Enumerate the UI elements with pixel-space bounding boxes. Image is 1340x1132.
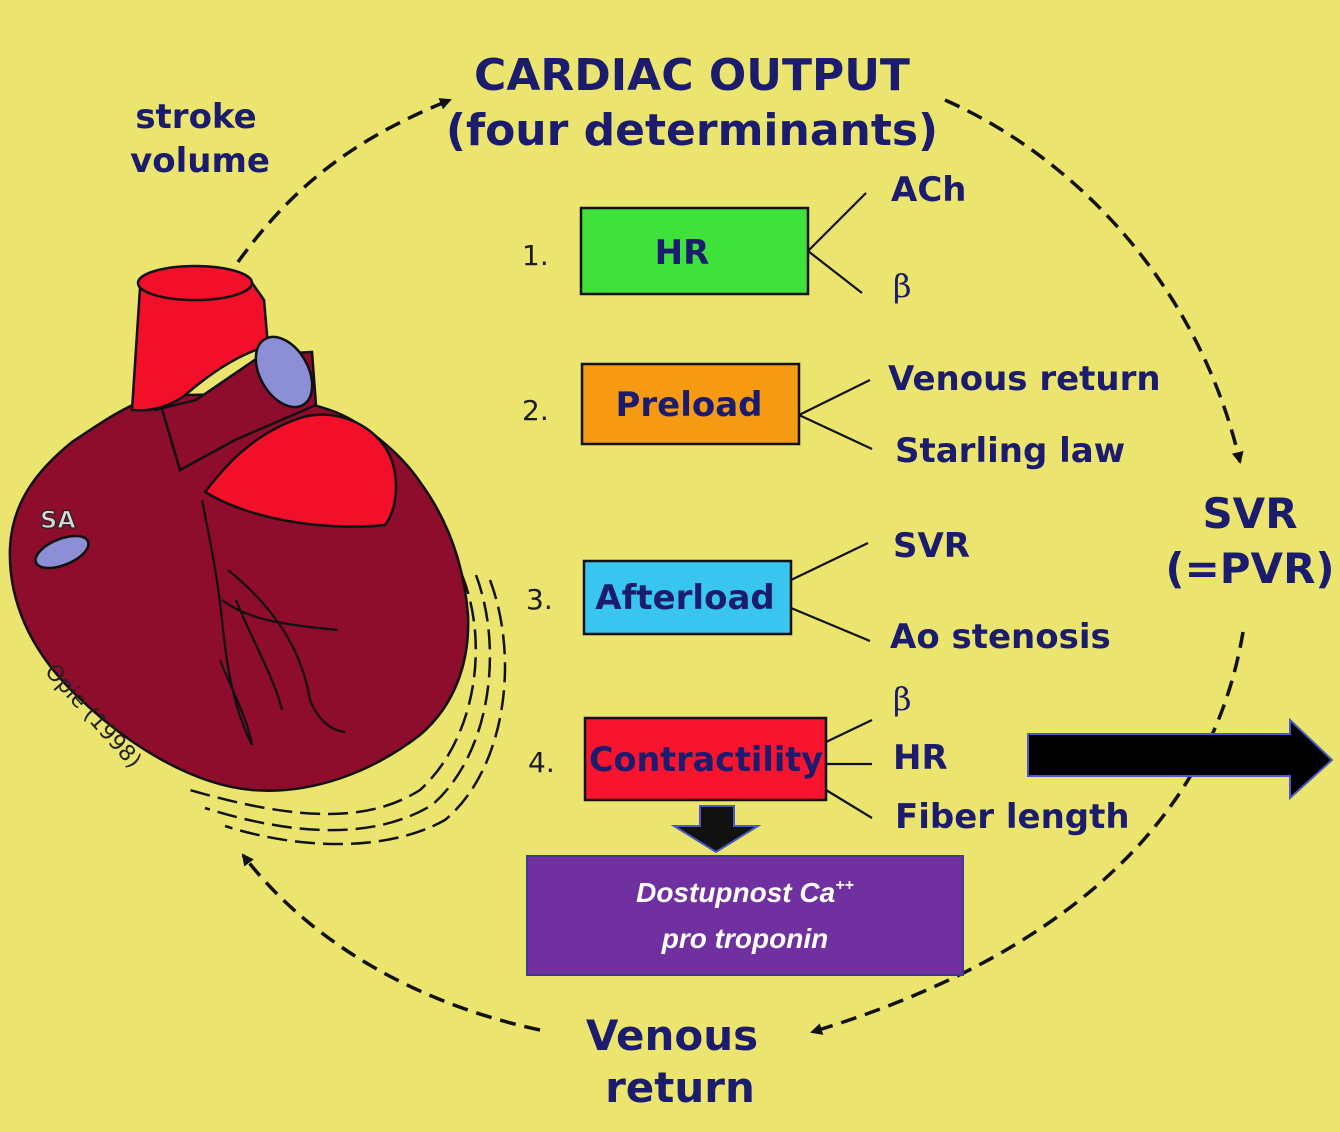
determinant-afterload: 3. Afterload SVR Ao stenosis [526, 526, 1111, 657]
calcium-box-line2: pro troponin [662, 916, 828, 962]
calcium-charge-superscript: ++ [835, 877, 854, 894]
calcium-box-line1: Dostupnost Ca++ [636, 870, 854, 916]
factor-ao-stenosis: Ao stenosis [890, 617, 1111, 657]
svr-label-line2: (=PVR) [1165, 544, 1334, 593]
down-arrow-to-calcium [674, 806, 758, 852]
determinant-label: Afterload [595, 578, 774, 618]
svr-label-line1: SVR [1202, 489, 1297, 538]
factor-ach: ACh [891, 170, 966, 210]
calcium-box-line1-text: Dostupnost Ca [636, 877, 835, 908]
sa-node-label: SA [40, 506, 76, 534]
arrow-stroke-volume-to-output [238, 100, 450, 262]
determinant-number: 3. [526, 583, 553, 616]
factor-beta: β [893, 680, 912, 718]
title-line2: (four determinants) [446, 105, 938, 156]
venous-return-label-line1: Venous [586, 1011, 758, 1060]
large-right-arrow [1028, 720, 1332, 798]
determinant-label: HR [655, 233, 710, 273]
determinant-number: 2. [522, 394, 549, 427]
title-line1: CARDIAC OUTPUT [474, 50, 910, 101]
factor-hr: HR [893, 738, 948, 778]
stroke-volume-label-line1: stroke [135, 97, 256, 137]
determinant-label: Preload [615, 385, 762, 425]
stroke-volume-label-line2: volume [130, 141, 270, 181]
arrow-venous-return-to-heart [243, 855, 540, 1030]
factor-starling-law: Starling law [895, 431, 1125, 471]
aorta-opening [138, 266, 252, 300]
arrow-output-to-svr [945, 100, 1240, 462]
calcium-availability-box: Dostupnost Ca++ pro troponin [526, 855, 964, 976]
factor-venous-return: Venous return [888, 359, 1161, 399]
determinant-number: 4. [528, 746, 555, 779]
factor-fiber-length: Fiber length [895, 797, 1130, 837]
determinant-number: 1. [522, 239, 549, 272]
determinant-label: Contractility [589, 740, 823, 780]
determinant-hr: 1. HR ACh β [522, 170, 966, 305]
venous-return-label-line2: return [605, 1063, 755, 1112]
determinant-preload: 2. Preload Venous return Starling law [522, 359, 1161, 471]
factor-beta: β [893, 267, 912, 305]
factor-svr: SVR [893, 526, 970, 566]
